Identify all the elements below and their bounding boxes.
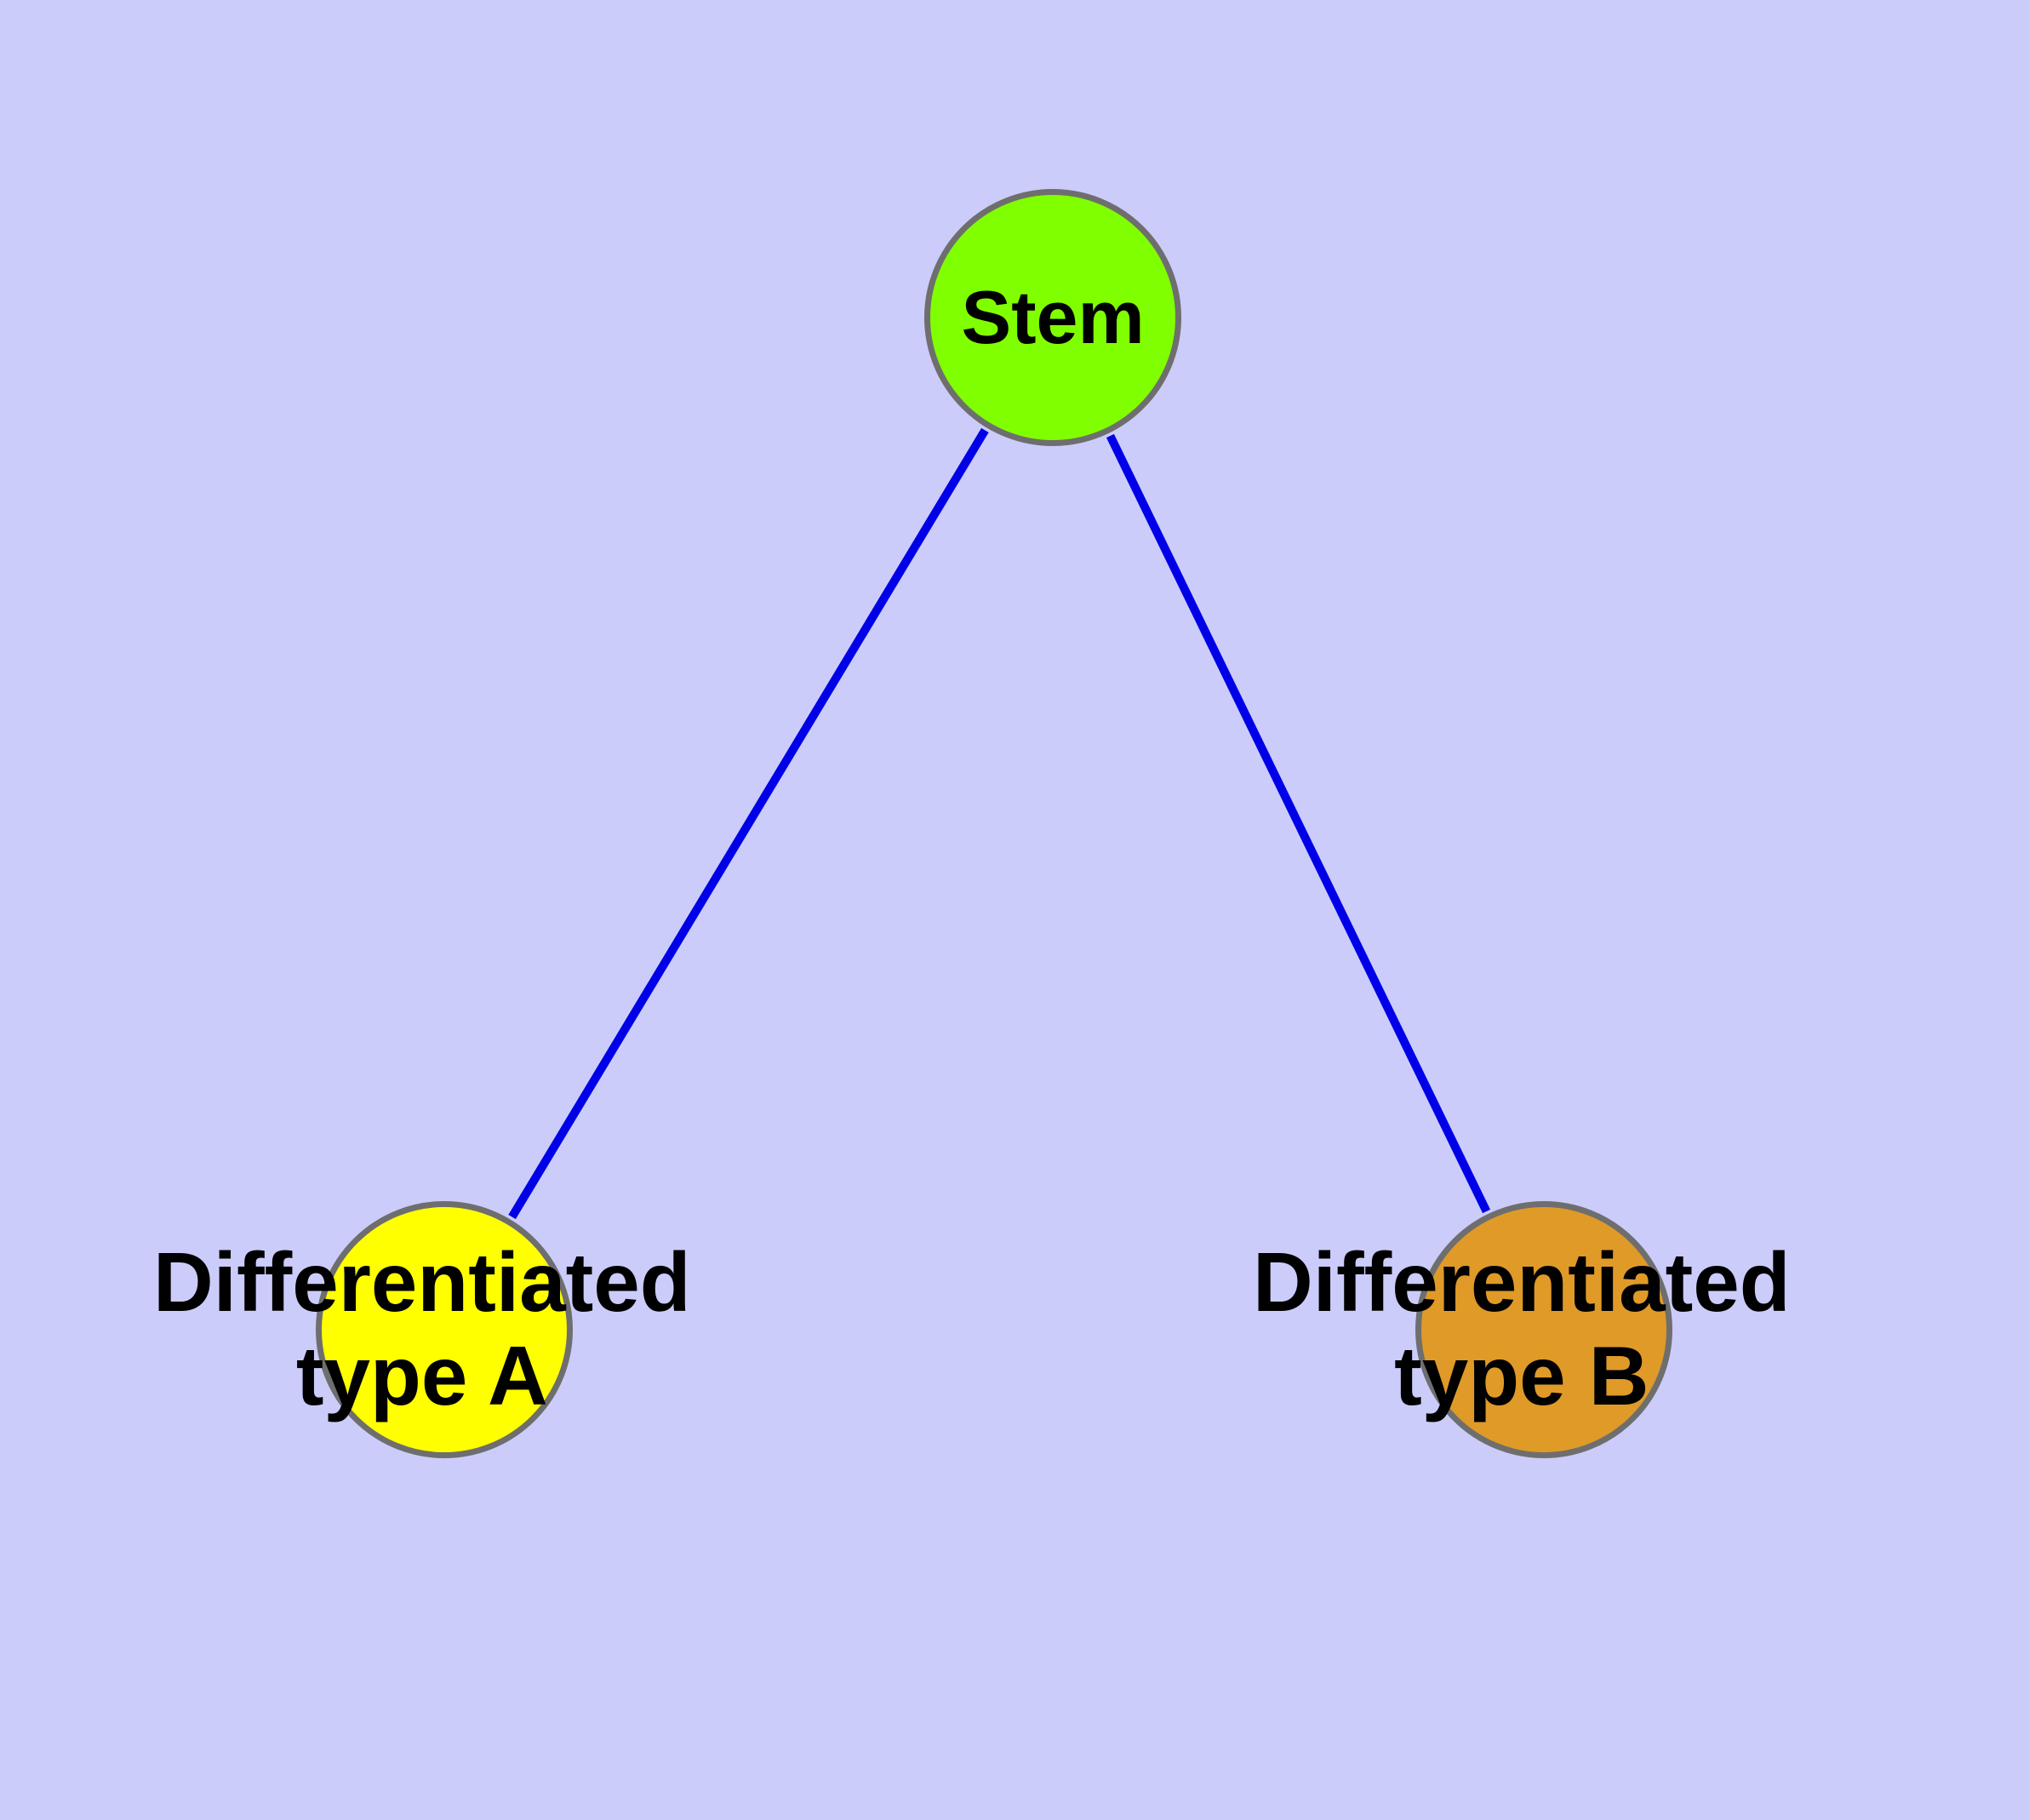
graph-edge[interactable] (508, 427, 989, 1220)
graph-node-stem[interactable] (924, 189, 1181, 446)
graph-node-diff_a[interactable] (316, 1201, 573, 1458)
graph-edge[interactable] (1106, 433, 1491, 1214)
graph-node-diff_b[interactable] (1415, 1201, 1672, 1458)
